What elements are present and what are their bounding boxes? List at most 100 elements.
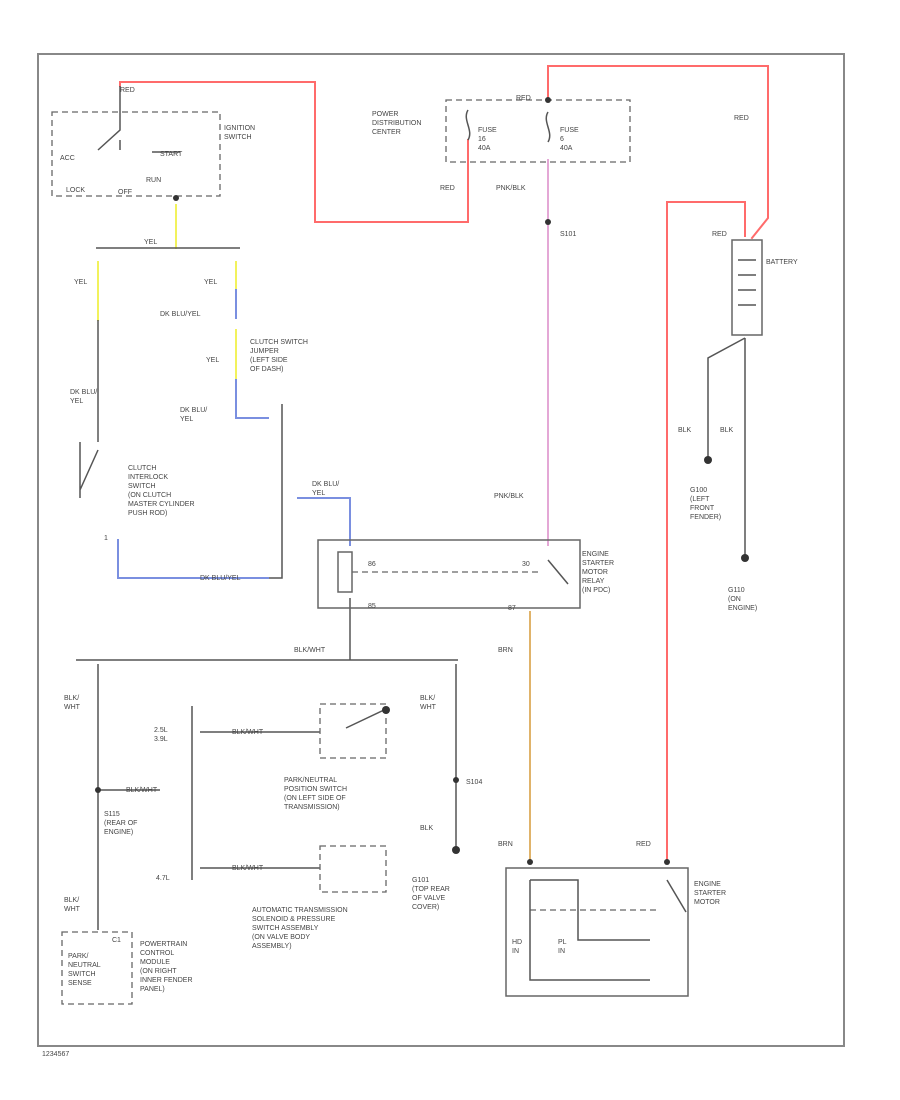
dkbluyel-label-2: DK BLU/YEL	[70, 389, 97, 405]
pdc-box	[445, 99, 631, 163]
battery-blk-right: BLK	[720, 427, 734, 434]
pnkblk-label: PNK/BLK	[494, 493, 524, 500]
pdc-wire-top: RED	[516, 95, 531, 102]
dkbluyel-label-5: DK BLU/YEL	[200, 575, 241, 582]
blkwht-left-label: BLK/WHT	[64, 695, 81, 711]
pdc-wire-left: RED	[440, 185, 455, 192]
battery-symbol	[731, 239, 763, 336]
diagram-frame	[37, 53, 845, 1047]
ign-run: RUN	[146, 177, 161, 184]
wire-blk-battery-g100	[707, 337, 746, 458]
s101-label: S101	[560, 231, 576, 238]
g110-ground	[741, 554, 749, 562]
wire-blu-relay	[297, 497, 351, 546]
ign-lock: LOCK	[66, 187, 85, 194]
dkbluyel-label-1: DK BLU/YEL	[160, 311, 201, 318]
pin-1-label: 1	[104, 535, 108, 542]
ign-start: START	[160, 151, 183, 158]
ignition-switch-contacts	[97, 86, 180, 153]
ignition-run-node	[173, 195, 179, 201]
blkwht-a-label: BLK/WHT	[232, 729, 264, 736]
pdc-top-node	[545, 97, 551, 103]
s115-node	[95, 787, 101, 793]
pn-switch-contact	[345, 709, 385, 729]
pdc-wire-right: PNK/BLK	[496, 185, 526, 192]
auto-trans-box	[319, 845, 387, 893]
relay-pin-86: 86	[368, 561, 376, 568]
starter-red-node	[664, 859, 670, 865]
battery-wire-top: RED	[712, 231, 727, 238]
battery-blk-left: BLK	[678, 427, 692, 434]
pdc-fuses	[465, 109, 551, 143]
dkbluyel-label-3: DK BLU/YEL	[180, 407, 207, 423]
blkwht-right-label: BLK/WHT	[420, 695, 437, 711]
battery-title: BATTERY	[766, 259, 798, 266]
blkwht-c-label: BLK/WHT	[232, 865, 264, 872]
ign-off: OFF	[118, 189, 132, 196]
ign-acc: ACC	[60, 155, 75, 162]
brn-label-2: BRN	[498, 841, 513, 848]
relay-pin-85: 85	[368, 603, 376, 610]
starter-relay-box	[317, 539, 581, 609]
s101-node	[545, 219, 551, 225]
wire-gray-return	[268, 404, 283, 579]
red-right-label: RED	[734, 115, 749, 122]
yel-label-1: YEL	[144, 239, 157, 246]
relay-pin-30: 30	[522, 561, 530, 568]
pcm-box	[61, 931, 133, 1005]
battery-cells	[738, 259, 756, 306]
pn-switch-box	[319, 703, 387, 759]
footer-code: 1234567	[42, 1051, 69, 1058]
wire-blu-clutch	[117, 539, 269, 579]
pcm-pin-label: C1	[112, 937, 121, 944]
pn-switch-ground	[382, 706, 390, 714]
yel-label-2: YEL	[74, 279, 87, 286]
wire-blu-jumper-b	[235, 379, 269, 419]
brn-label-1: BRN	[498, 647, 513, 654]
g100-ground	[704, 456, 712, 464]
ignition-switch-box	[51, 111, 221, 197]
wire-red-pdc-battery	[547, 65, 769, 240]
relay-coil	[337, 551, 353, 593]
blkwht-pcm-label: BLK/WHT	[64, 897, 81, 913]
s104-label: S104	[466, 779, 482, 786]
wire-red-battery-starter	[666, 201, 746, 863]
yel-label-3: YEL	[204, 279, 217, 286]
wire-red-ignition-pdc	[119, 81, 469, 223]
ign-wire-top-label: RED	[120, 87, 135, 94]
starter-brn-node	[527, 859, 533, 865]
yel-label-4: YEL	[206, 357, 219, 364]
starter-motor-box	[505, 867, 689, 997]
red-starter-label: RED	[636, 841, 651, 848]
blkwht-b-label: BLK/WHT	[126, 787, 158, 794]
pn-variant-b: 4.7L	[156, 875, 170, 882]
relay-pin-87: 87	[508, 605, 516, 612]
s104-node	[453, 777, 459, 783]
starter-contact	[666, 879, 687, 913]
relay-contact	[547, 559, 569, 585]
dkbluyel-label-4: DK BLU/YEL	[312, 481, 339, 497]
clutch-switch-symbol	[79, 442, 99, 498]
blkwht-main-label: BLK/WHT	[294, 647, 326, 654]
blk-label: BLK	[420, 825, 434, 832]
